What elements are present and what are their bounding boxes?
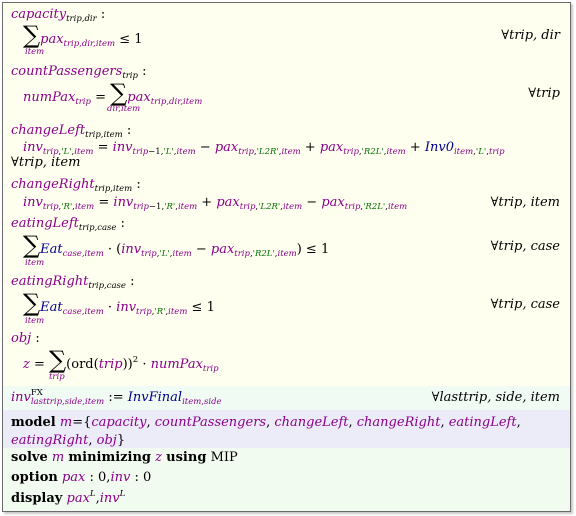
eatingRight-header: eatingRighttrip,case :	[11, 274, 135, 291]
eatingRight-forall: ∀trip, case	[490, 297, 560, 312]
solve-section: solve m minimizing z using MIP	[3, 448, 570, 468]
eatingLeft-sum-index: item	[25, 258, 45, 268]
sum-symbol: ∑	[23, 231, 41, 259]
sum-symbol: ∑	[110, 79, 128, 107]
changeLeft-forall: ∀trip, item	[11, 155, 81, 170]
changeLeft-header: changeLefttrip,item :	[11, 123, 132, 140]
eatingRight-sum-index: item	[25, 316, 45, 326]
countPassengers-forall: ∀trip	[528, 86, 560, 101]
countPassengers-sum-index: dir,item	[107, 104, 141, 114]
eatingRight-equation: ∑Eatcase,item · invtrip,'R',item ≤ 1	[23, 289, 215, 317]
capacity-equation: ∑paxtrip,dir,item ≤ 1	[23, 21, 143, 49]
changeRight-header: changeRighttrip,item :	[11, 177, 141, 194]
fixed-values-section: invFXlasttrip,side,item := InvFinalitem,…	[3, 386, 570, 410]
changeRight-forall: ∀trip, item	[490, 195, 560, 210]
obj-header: obj :	[11, 331, 40, 346]
countPassengers-equation: numPaxtrip = ∑paxtrip,dir,item	[23, 79, 203, 107]
equations-section: capacitytrip,dir : ∑paxtrip,dir,item ≤ 1…	[3, 3, 570, 386]
model-section: model m={capacity, countPassengers, chan…	[3, 410, 570, 448]
eatingLeft-equation: ∑Eatcase,item · (invtrip,'L',item − paxt…	[23, 231, 330, 259]
sum-symbol: ∑	[23, 21, 41, 49]
fx-forall: ∀lasttrip, side, item	[431, 390, 560, 405]
sum-symbol: ∑	[49, 346, 67, 374]
model-statement: model m={capacity, countPassengers, chan…	[11, 415, 521, 448]
capacity-header: capacitytrip,dir :	[11, 7, 106, 24]
option-section: option pax : 0,inv : 0	[3, 468, 570, 488]
option-statement: option pax : 0,inv : 0	[11, 470, 152, 485]
gams-model-frame: capacitytrip,dir : ∑paxtrip,dir,item ≤ 1…	[2, 2, 571, 512]
display-statement: display paxL,invL	[11, 489, 126, 506]
capacity-forall: ∀trip, dir	[501, 28, 560, 43]
obj-equation: z = ∑(ord(trip))2 · numPaxtrip	[23, 346, 219, 374]
sum-symbol: ∑	[23, 289, 41, 317]
eatingLeft-forall: ∀trip, case	[490, 239, 560, 254]
capacity-sum-index: item	[25, 47, 45, 57]
fx-statement: invFXlasttrip,side,item := InvFinalitem,…	[11, 388, 222, 407]
solve-statement: solve m minimizing z using MIP	[11, 450, 238, 465]
changeRight-equation: invtrip,'R',item = invtrip−1,'R',item + …	[23, 195, 408, 212]
display-section: display paxL,invL	[3, 488, 570, 511]
changeLeft-equation: invtrip,'L',item = invtrip−1,'L',item − …	[23, 140, 505, 157]
eatingLeft-header: eatingLefttrip,case :	[11, 216, 125, 233]
obj-sum-index: trip	[49, 372, 65, 382]
countPassengers-header: countPassengerstrip :	[11, 64, 147, 81]
